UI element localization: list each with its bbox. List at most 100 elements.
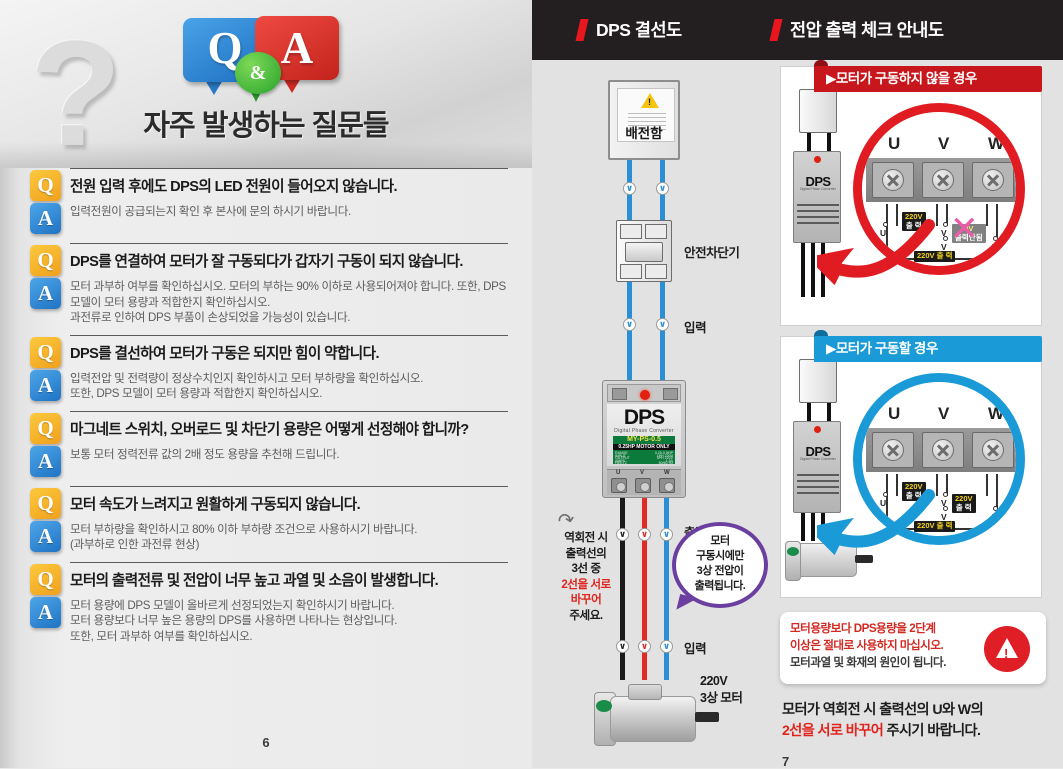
meter-uw-220v: 220V 출 력 (914, 251, 956, 262)
bubble-l3: 3상 전압이 (696, 565, 744, 577)
dps-input-terminals (607, 384, 681, 402)
meter-vw-0v: 0V 출력안됨 (952, 224, 986, 243)
dps-terminal-w-label: W (664, 470, 670, 476)
dps-spec-value: 0.25-0.5HP (654, 451, 673, 455)
dps-spec-value: 1PH 220V (656, 453, 673, 458)
bottom-note-red: 2선을 서로 바꾸어 (782, 723, 884, 739)
motor-type: 3상 모터 (700, 691, 743, 705)
warn-l1: 모터용량보다 DPS용량을 (790, 622, 910, 635)
voltage-check-panels: DPS Digital Phase Converter U V W (768, 60, 1063, 769)
node-w: W (992, 532, 1000, 536)
motor-shaft (695, 712, 719, 722)
bottom-note-tail: 주시기 바랍니다. (883, 723, 981, 739)
meter-uv-220v: 220V 출 력 (902, 482, 926, 501)
dps-logo: DPS (623, 406, 665, 429)
motor-brand-badge (596, 700, 612, 712)
node-w: W (992, 262, 1000, 266)
mini-breaker-icon (799, 89, 837, 133)
terminal-block-closeup: U V W (862, 382, 1016, 536)
answer-badge: A (30, 445, 61, 477)
safety-breaker-icon (616, 220, 672, 282)
warn-l1-bold: 2단계 (909, 622, 936, 635)
faq-answer-text: 입력전원이 공급되는지 확인 후 본사에 문의 하시기 바랍니다. (70, 205, 351, 218)
input-label-top: 입력 (684, 321, 707, 335)
rev-note-l2: 출력선의 (565, 546, 607, 560)
motor-label: 220V 3상 모터 (700, 673, 774, 707)
faq-question-row: Q DPS를 결선하여 모터가 구동은 되지만 힘이 약합니다. (30, 334, 508, 368)
dps-led-icon (640, 390, 650, 400)
meter-uw-value: 220V 출 력 (917, 251, 953, 260)
question-badge: Q (30, 487, 61, 519)
dps-led-icon (814, 426, 821, 433)
meter-vw-220v: 220V 출 력 (952, 494, 976, 513)
flow-arrow-icon: ∨ (638, 640, 651, 653)
warning-callout-text: 모터용량보다 DPS용량을 2단계 이상은 절대로 사용하지 마십시오. 모터과… (790, 620, 980, 671)
speech-bubble-tail-q-icon (205, 80, 223, 95)
rev-note-red2: 바꾸어 (570, 593, 602, 607)
page-title: 자주 발생하는 질문들 (143, 110, 389, 142)
distribution-panel-icon (608, 80, 680, 160)
answer-badge: A (30, 596, 61, 628)
faq-answer-text: 모터 용량에 DPS 모델이 올바르게 선정되었는지 확인하시기 바랍니다. 모… (70, 598, 398, 643)
slash-marker-icon (769, 18, 783, 41)
flow-arrow-icon: ∨ (656, 182, 669, 195)
question-badge: Q (30, 336, 61, 368)
dps-spec-value: 50/60 Hz (658, 461, 673, 466)
dps-spec-key: AMPS (615, 458, 626, 463)
ribbon-not-running: ▶모터가 구동하지 않을 경우 (814, 66, 1042, 92)
node-w: W (992, 242, 1001, 252)
ribbon-fold-red (814, 60, 828, 69)
dps-led-icon (814, 156, 821, 163)
purple-callout-bubble (672, 522, 768, 608)
faq-question-text: DPS를 연결하여 모터가 잘 구동되다가 갑자기 구동이 되지 않습니다. (70, 243, 508, 271)
rev-note-l3: 3선 중 (571, 562, 601, 576)
dps-spec-value: 3PH 220V (656, 456, 673, 461)
bottom-note-l1: 모터가 역회전 시 출력선의 U와 W의 (782, 702, 984, 718)
dps-spec-row: HERTZ 50/60 Hz (615, 461, 673, 465)
wire-red-output-v (642, 498, 647, 680)
zoom-circle-not-running: U V W (853, 103, 1025, 275)
input-label-bottom: 입력 (684, 642, 707, 656)
motor-icon (610, 696, 696, 742)
closeup-terminal-w: W (988, 404, 1005, 423)
right-page-header: DPS 결선도 전압 출력 체크 안내도 (532, 0, 1063, 60)
mini-dps-sub: Digital Phase Converter (800, 457, 836, 461)
cross-out-icon: ✕ (950, 210, 979, 248)
answer-badge: A (30, 203, 61, 234)
dps-output-terminals: U V W (607, 469, 681, 495)
motor-voltage: 220V (700, 674, 728, 688)
small-motor-shaft (855, 555, 873, 563)
section-title-wiring: DPS 결선도 (575, 17, 682, 42)
dps-spec-key: HERTZ (615, 461, 627, 466)
qa-logo-a-letter: A (280, 23, 314, 73)
bubble-l4: 출력됩니다. (694, 580, 746, 592)
faq-question-text: DPS를 결선하여 모터가 구동은 되지만 힘이 약합니다. (70, 334, 508, 363)
dps-subtitle: Digital Phase Converter (614, 428, 674, 434)
section-title-voltage-check-label: 전압 출력 체크 안내도 (790, 20, 944, 40)
question-badge: Q (30, 563, 61, 595)
bubble-l2: 구동시에만 (695, 550, 745, 562)
qa-logo-amp-letter: & (249, 62, 267, 84)
question-badge: Q (30, 412, 61, 444)
check-card-running: DPS Digital Phase Converter U (780, 336, 1042, 598)
meter-uw-220v: 220V 출 력 (914, 521, 956, 532)
question-badge: Q (30, 170, 61, 201)
node-v: V (941, 242, 947, 252)
mini-dps-icon: DPS Digital Phase Converter (793, 421, 841, 513)
faq-answer-text: 모터 과부하 여부를 확인하십시오. 모터의 부하는 90% 이하로 사용되어져… (70, 280, 506, 324)
dps-terminal-u-label: U (616, 470, 621, 476)
flow-arrow-icon: ∨ (623, 182, 636, 195)
faq-answer-text: 모터 부하량을 확인하시고 80% 이하 부하량 조건으로 사용하시기 바랍니다… (70, 522, 418, 552)
warn-l3: 모터과열 및 화재의 원인이 됩니다. (790, 656, 946, 669)
flow-arrow-icon: ∨ (638, 528, 651, 541)
